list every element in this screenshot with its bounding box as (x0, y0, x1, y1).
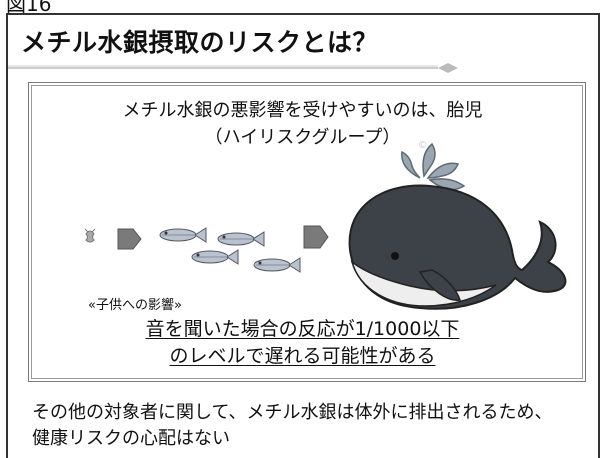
watermark: © (416, 139, 430, 152)
arrow-right-icon (117, 228, 142, 250)
fish-icon (217, 231, 265, 247)
plankton-icon (84, 228, 96, 243)
water-spout-icon (401, 142, 466, 191)
figure-label: 図16 (6, 0, 52, 16)
effect-line2-text: のレベルで遅れる可能性がある (169, 345, 436, 367)
fish-icon (253, 257, 301, 273)
note-line2: 健康リスクの心配はない (32, 428, 230, 449)
fish-icon (191, 249, 239, 265)
note-line1: その他の対象者に関して、メチル水銀は体外に排出されるため、 (32, 402, 553, 423)
title-divider (8, 63, 458, 73)
panel-heading-line2: （ハイリスクグループ） (204, 127, 401, 148)
panel-heading-line1: メチル水銀の悪影響を受けやすいのは、胎児 (122, 100, 483, 121)
effect-line1-text: 音を聞いた場合の反応が1/1000以下 (145, 318, 460, 340)
info-panel-inner-border (31, 85, 583, 379)
whale-icon (348, 142, 567, 310)
slide-title: メチル水銀摂取のリスクとは？ (21, 28, 379, 57)
slide-frame (6, 13, 600, 458)
effect-line2: のレベルで遅れる可能性がある (0, 341, 605, 368)
fish-icon (159, 227, 207, 243)
arrow-right-icon (303, 225, 329, 249)
panel-subheading: «子供への影響» (88, 298, 182, 313)
effect-line1: 音を聞いた場合の反応が1/1000以下 (0, 314, 605, 341)
